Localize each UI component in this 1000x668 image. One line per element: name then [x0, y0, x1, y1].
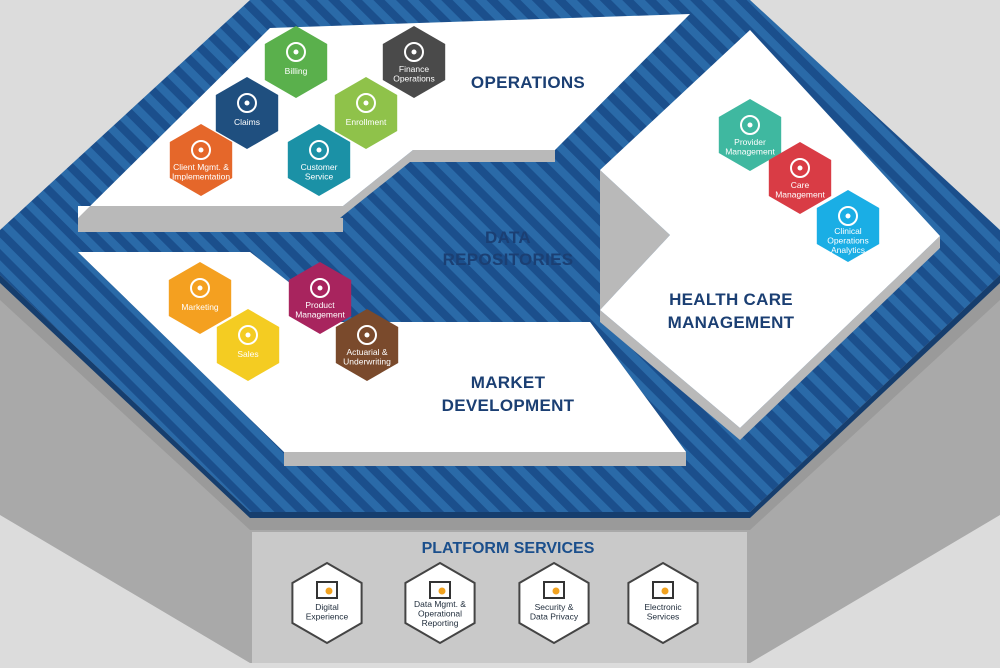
platform-label: Data Privacy — [530, 612, 579, 622]
module-client: Client Mgmt. &Implementation — [169, 124, 233, 196]
module-label: Analytics — [831, 245, 865, 255]
module-label: Billing — [285, 66, 308, 76]
module-sales: Sales — [216, 309, 280, 381]
module-label: Product — [305, 300, 335, 310]
module-label: Sales — [237, 349, 258, 359]
module-label: Management — [725, 147, 775, 157]
module-label: Clinical — [834, 226, 862, 236]
headset-icon — [309, 140, 329, 160]
module-label: Marketing — [181, 302, 219, 312]
module-label: Care — [791, 180, 810, 190]
platform-hexagon — [291, 561, 363, 645]
claims-icon — [237, 93, 257, 113]
binary-magnifier-icon — [838, 206, 858, 226]
module-actuarial: Actuarial &Underwriting — [335, 309, 399, 381]
platform-label: Reporting — [422, 618, 459, 628]
health-care-title-line1: HEALTH CARE — [669, 290, 793, 309]
module-label: Management — [295, 310, 345, 320]
module-label: Service — [305, 172, 334, 182]
billing-icon — [286, 42, 306, 62]
platform-label: Electronic — [644, 602, 682, 612]
module-label: Client Mgmt. & — [173, 162, 229, 172]
dollar-gear-icon — [404, 42, 424, 62]
platform-label: Services — [647, 612, 680, 622]
module-label: Actuarial & — [346, 347, 387, 357]
module-billing: Billing — [264, 26, 328, 98]
platform-label: Experience — [306, 612, 349, 622]
health-care-panel — [600, 30, 940, 440]
module-claims: Claims — [215, 77, 279, 149]
platform-security: Security &Data Privacy — [518, 561, 590, 645]
platform-hexagon — [404, 561, 476, 645]
enrollment-icon — [356, 93, 376, 113]
platform-services-title: PLATFORM SERVICES — [422, 540, 595, 557]
market-development-title-line2: DEVELOPMENT — [442, 396, 575, 415]
platform-label: Digital — [315, 602, 339, 612]
data-repositories-title-line1: DATA — [485, 228, 531, 247]
platform-label: Data Mgmt. & — [414, 599, 466, 609]
market-development-title-line1: MARKET — [471, 373, 546, 392]
megaphone-person-icon — [190, 278, 210, 298]
medical-box-icon — [310, 278, 330, 298]
module-label: Operations — [827, 236, 869, 246]
dollar-magnifier-icon — [357, 325, 377, 345]
data-repositories-title-line2: REPOSITORIES — [443, 250, 574, 269]
platform-label: Operational — [418, 609, 462, 619]
module-label: Claims — [234, 117, 260, 127]
operations-title: OPERATIONS — [471, 73, 585, 92]
people-network-icon — [191, 140, 211, 160]
circuit-icon — [652, 581, 674, 599]
module-label: Enrollment — [346, 117, 387, 127]
platform-label: Security & — [535, 602, 574, 612]
module-label: Finance — [399, 64, 430, 74]
platform-hexagon — [627, 561, 699, 645]
care-icon — [790, 158, 810, 178]
stethoscope-icon — [740, 115, 760, 135]
module-label: Operations — [393, 74, 435, 84]
binary-lock-icon — [543, 581, 565, 599]
module-label: Management — [775, 190, 825, 200]
health-care-title-line2: MANAGEMENT — [668, 313, 795, 332]
pie-chart-icon — [429, 581, 451, 599]
module-label: Provider — [734, 137, 766, 147]
module-enrollment: Enrollment — [334, 77, 398, 149]
sales-chart-icon — [238, 325, 258, 345]
module-marketing: Marketing — [168, 262, 232, 334]
module-label: Customer — [301, 162, 338, 172]
touch-screen-icon — [316, 581, 338, 599]
module-label: Implementation — [172, 172, 230, 182]
module-label: Underwriting — [343, 357, 391, 367]
platform-hexagon — [518, 561, 590, 645]
